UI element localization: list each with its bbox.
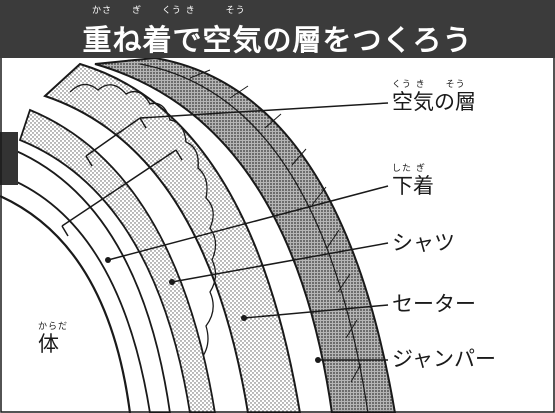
label-body-ruby: からだ [38,322,69,332]
jumper-leader-dot [315,357,321,363]
label-shirt: シャツ [392,231,455,255]
title-bar: かさ ぎ くう き そう 重ね着で空気の層をつくろう [0,0,555,58]
label-underwear-ruby: した ぎ [392,164,426,174]
air-layer-leader [139,102,389,119]
jumper-stitching [139,63,369,413]
air-layer-bracket-inner [61,149,183,237]
page-title: 重ね着で空気の層をつくろう [82,23,473,57]
label-sweater-text: セーター [392,292,476,316]
edge-tab [0,132,18,185]
label-underwear-text: 下着 [392,174,434,198]
label-body-text: 体 [38,332,59,356]
label-jumper: ジャンパー [392,347,496,371]
label-air-layer: くう き そう 空気の層 [392,80,476,114]
label-underwear: した ぎ 下着 [392,164,434,198]
sweater-leader [243,304,389,319]
shirt-leader [171,242,389,283]
jumper-quilting [189,69,362,383]
label-body: からだ 体 [38,322,68,356]
underwear-layer [6,148,171,413]
sweater-leader-dot [241,315,247,321]
label-air-layer-text: 空気の層 [392,90,476,114]
label-shirt-text: シャツ [392,231,455,255]
shirt-leader-dot [169,279,175,285]
sweater-knit [69,83,217,361]
shirt-layer [18,108,216,413]
underwear-leader [107,185,389,261]
air-layer-bracket-outer [85,117,147,167]
title-ruby: かさ ぎ くう き そう [92,6,246,16]
label-sweater: セーター [392,292,476,316]
underwear-leader-dot [105,257,111,263]
label-jumper-text: ジャンパー [392,347,496,371]
body-outline [0,194,132,413]
label-air-layer-ruby: くう き そう [392,80,466,90]
